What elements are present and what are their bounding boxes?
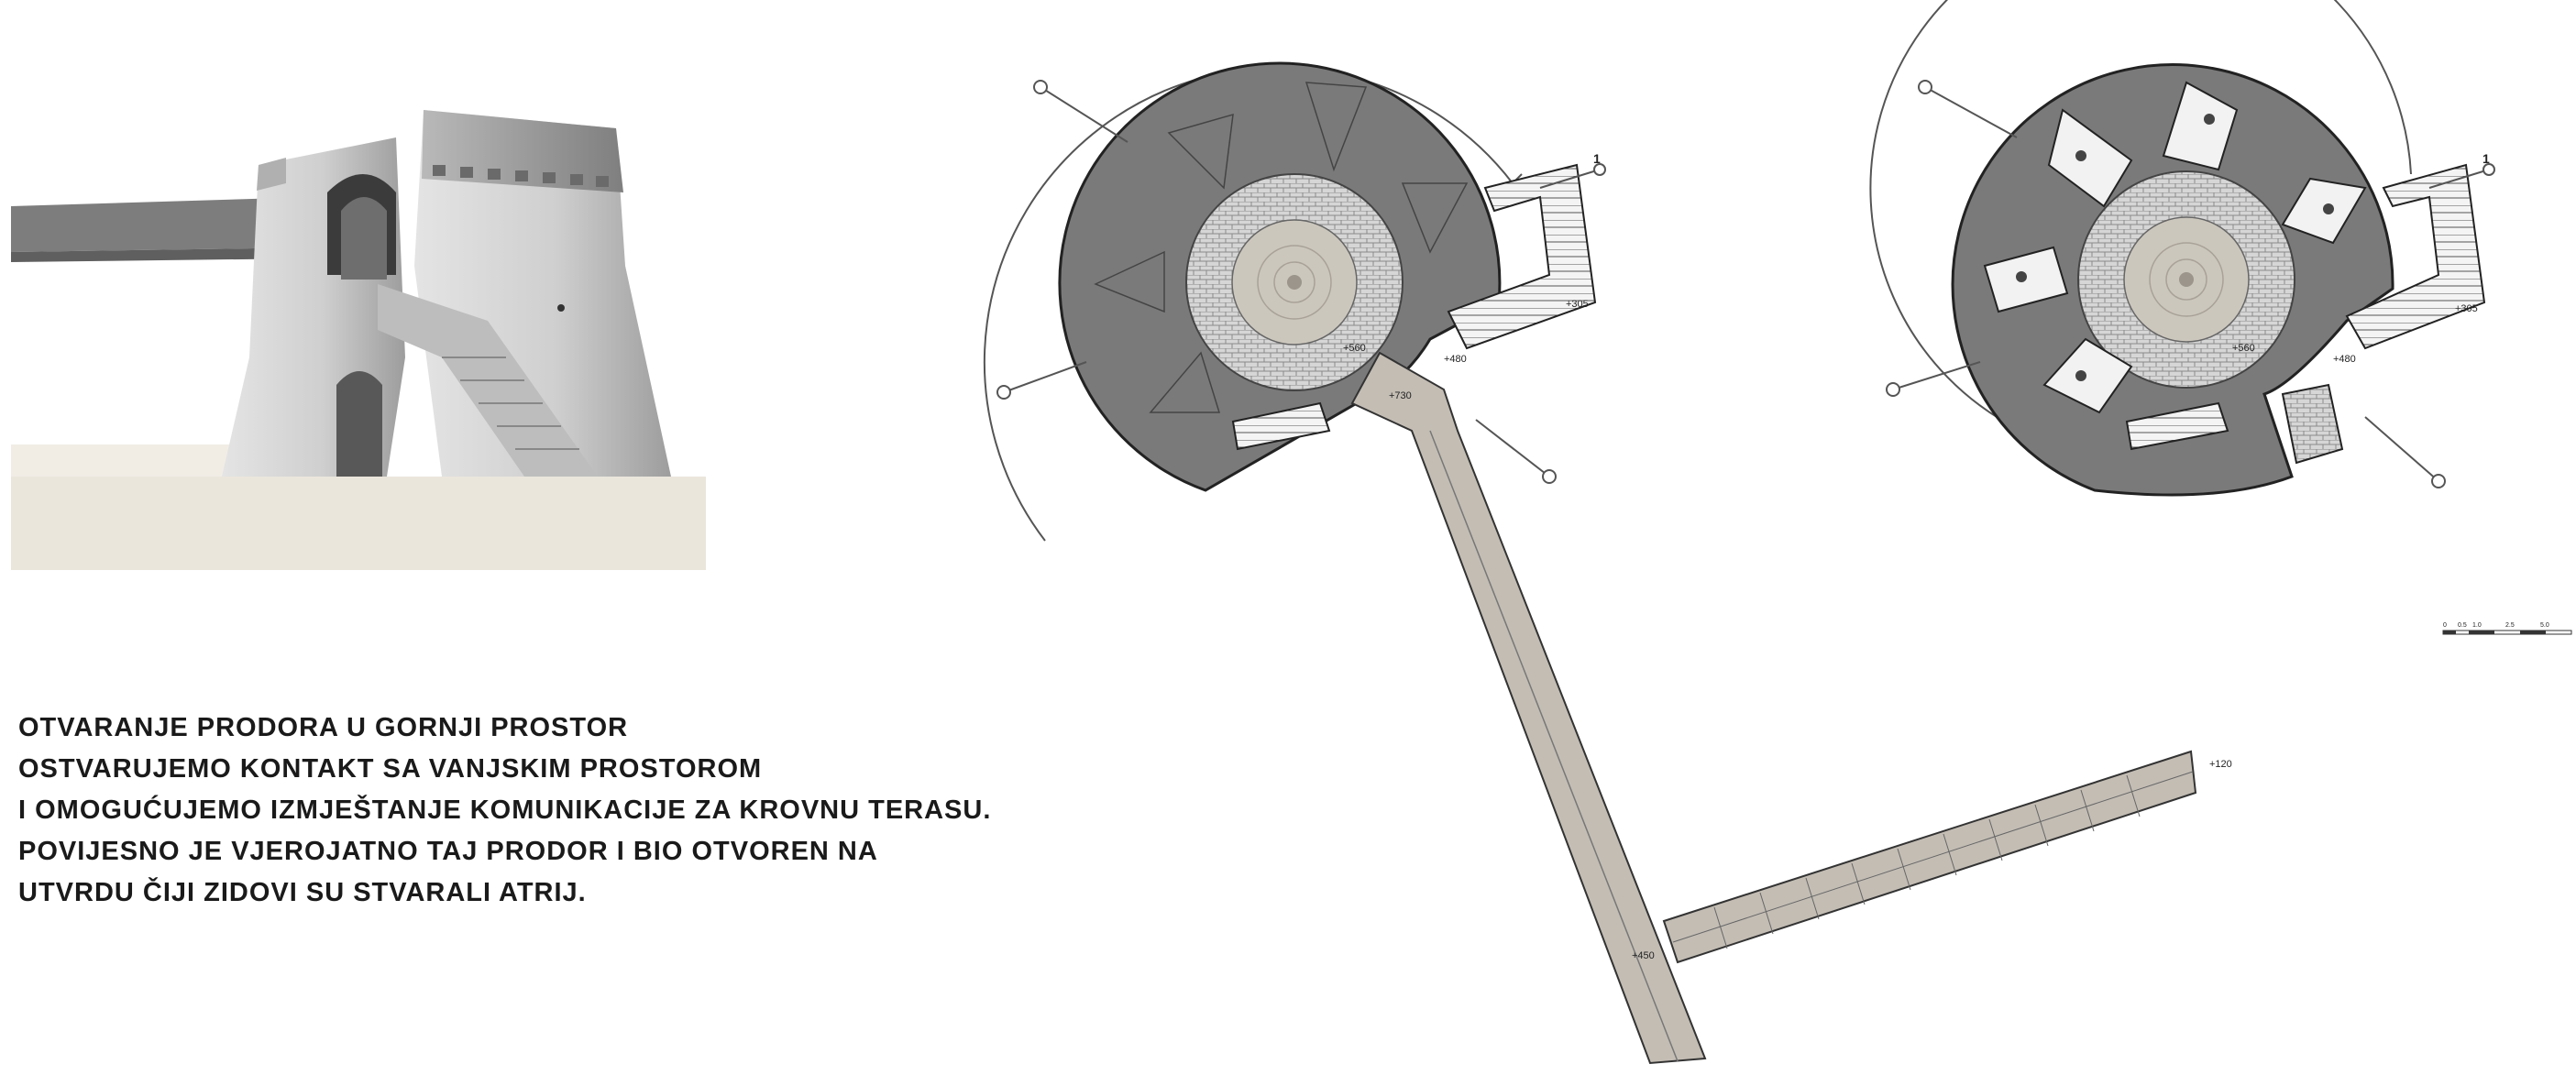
- right-section-mark: 1: [2482, 151, 2490, 166]
- scale-bar: 0 0.5 1.0 2.5 5.0: [2442, 622, 2572, 635]
- plan-right: 1 +560 +480 +305: [1869, 0, 2495, 497]
- left-outer-contour: [983, 66, 1514, 542]
- right-stair: [2345, 163, 2486, 350]
- right-outer-contour: [1869, 0, 2412, 432]
- description-text: OTVARANJE PRODORA U GORNJI PROSTOR OSTVA…: [18, 708, 1283, 914]
- left-stair: [1447, 163, 1597, 350]
- scale-tick-2: 1.0: [2472, 622, 2482, 629]
- description-line-2: OSTVARUJEMO KONTAKT SA VANJSKIM PROSTORO…: [18, 754, 763, 784]
- ground-plane: [11, 477, 706, 570]
- left-level-entry: +480: [1444, 354, 1467, 365]
- left-level-ramp: +730: [1389, 390, 1412, 401]
- right-level-stair: +305: [2455, 303, 2478, 314]
- scale-tick-1: 0.5: [2458, 622, 2467, 629]
- bridge-deck: [11, 197, 314, 252]
- lower-door: [336, 371, 382, 477]
- left-level-center: +560: [1343, 343, 1366, 354]
- description-line-5: UTVRDU ČIJI ZIDOVI SU STVARALI ATRIJ.: [18, 878, 587, 907]
- lower-bridge: [1662, 750, 2197, 964]
- left-section-mark: 1: [1593, 151, 1601, 166]
- scale-tick-0: 0: [2443, 622, 2447, 629]
- description-line-4: POVIJESNO JE VJEROJATNO TAJ PRODOR I BIO…: [18, 837, 878, 866]
- bridge-junction-level: +450: [1632, 950, 1655, 961]
- scale-tick-3: 2.5: [2505, 622, 2515, 629]
- tower-render-image: [11, 110, 706, 570]
- scale-tick-4: 5.0: [2540, 622, 2549, 629]
- right-level-entry: +480: [2333, 354, 2356, 365]
- bridge-end-level: +120: [2209, 759, 2232, 770]
- description-line-3: I OMOGUĆUJEMO IZMJEŠTANJE KOMUNIKACIJE Z…: [18, 795, 992, 825]
- plan-left: 1 +560 +480 +305 +730 +450 +120: [983, 61, 2232, 1065]
- left-level-stair: +305: [1566, 299, 1589, 310]
- right-level-center: +560: [2232, 343, 2255, 354]
- description-line-1: OTVARANJE PRODORA U GORNJI PROSTOR: [18, 713, 629, 742]
